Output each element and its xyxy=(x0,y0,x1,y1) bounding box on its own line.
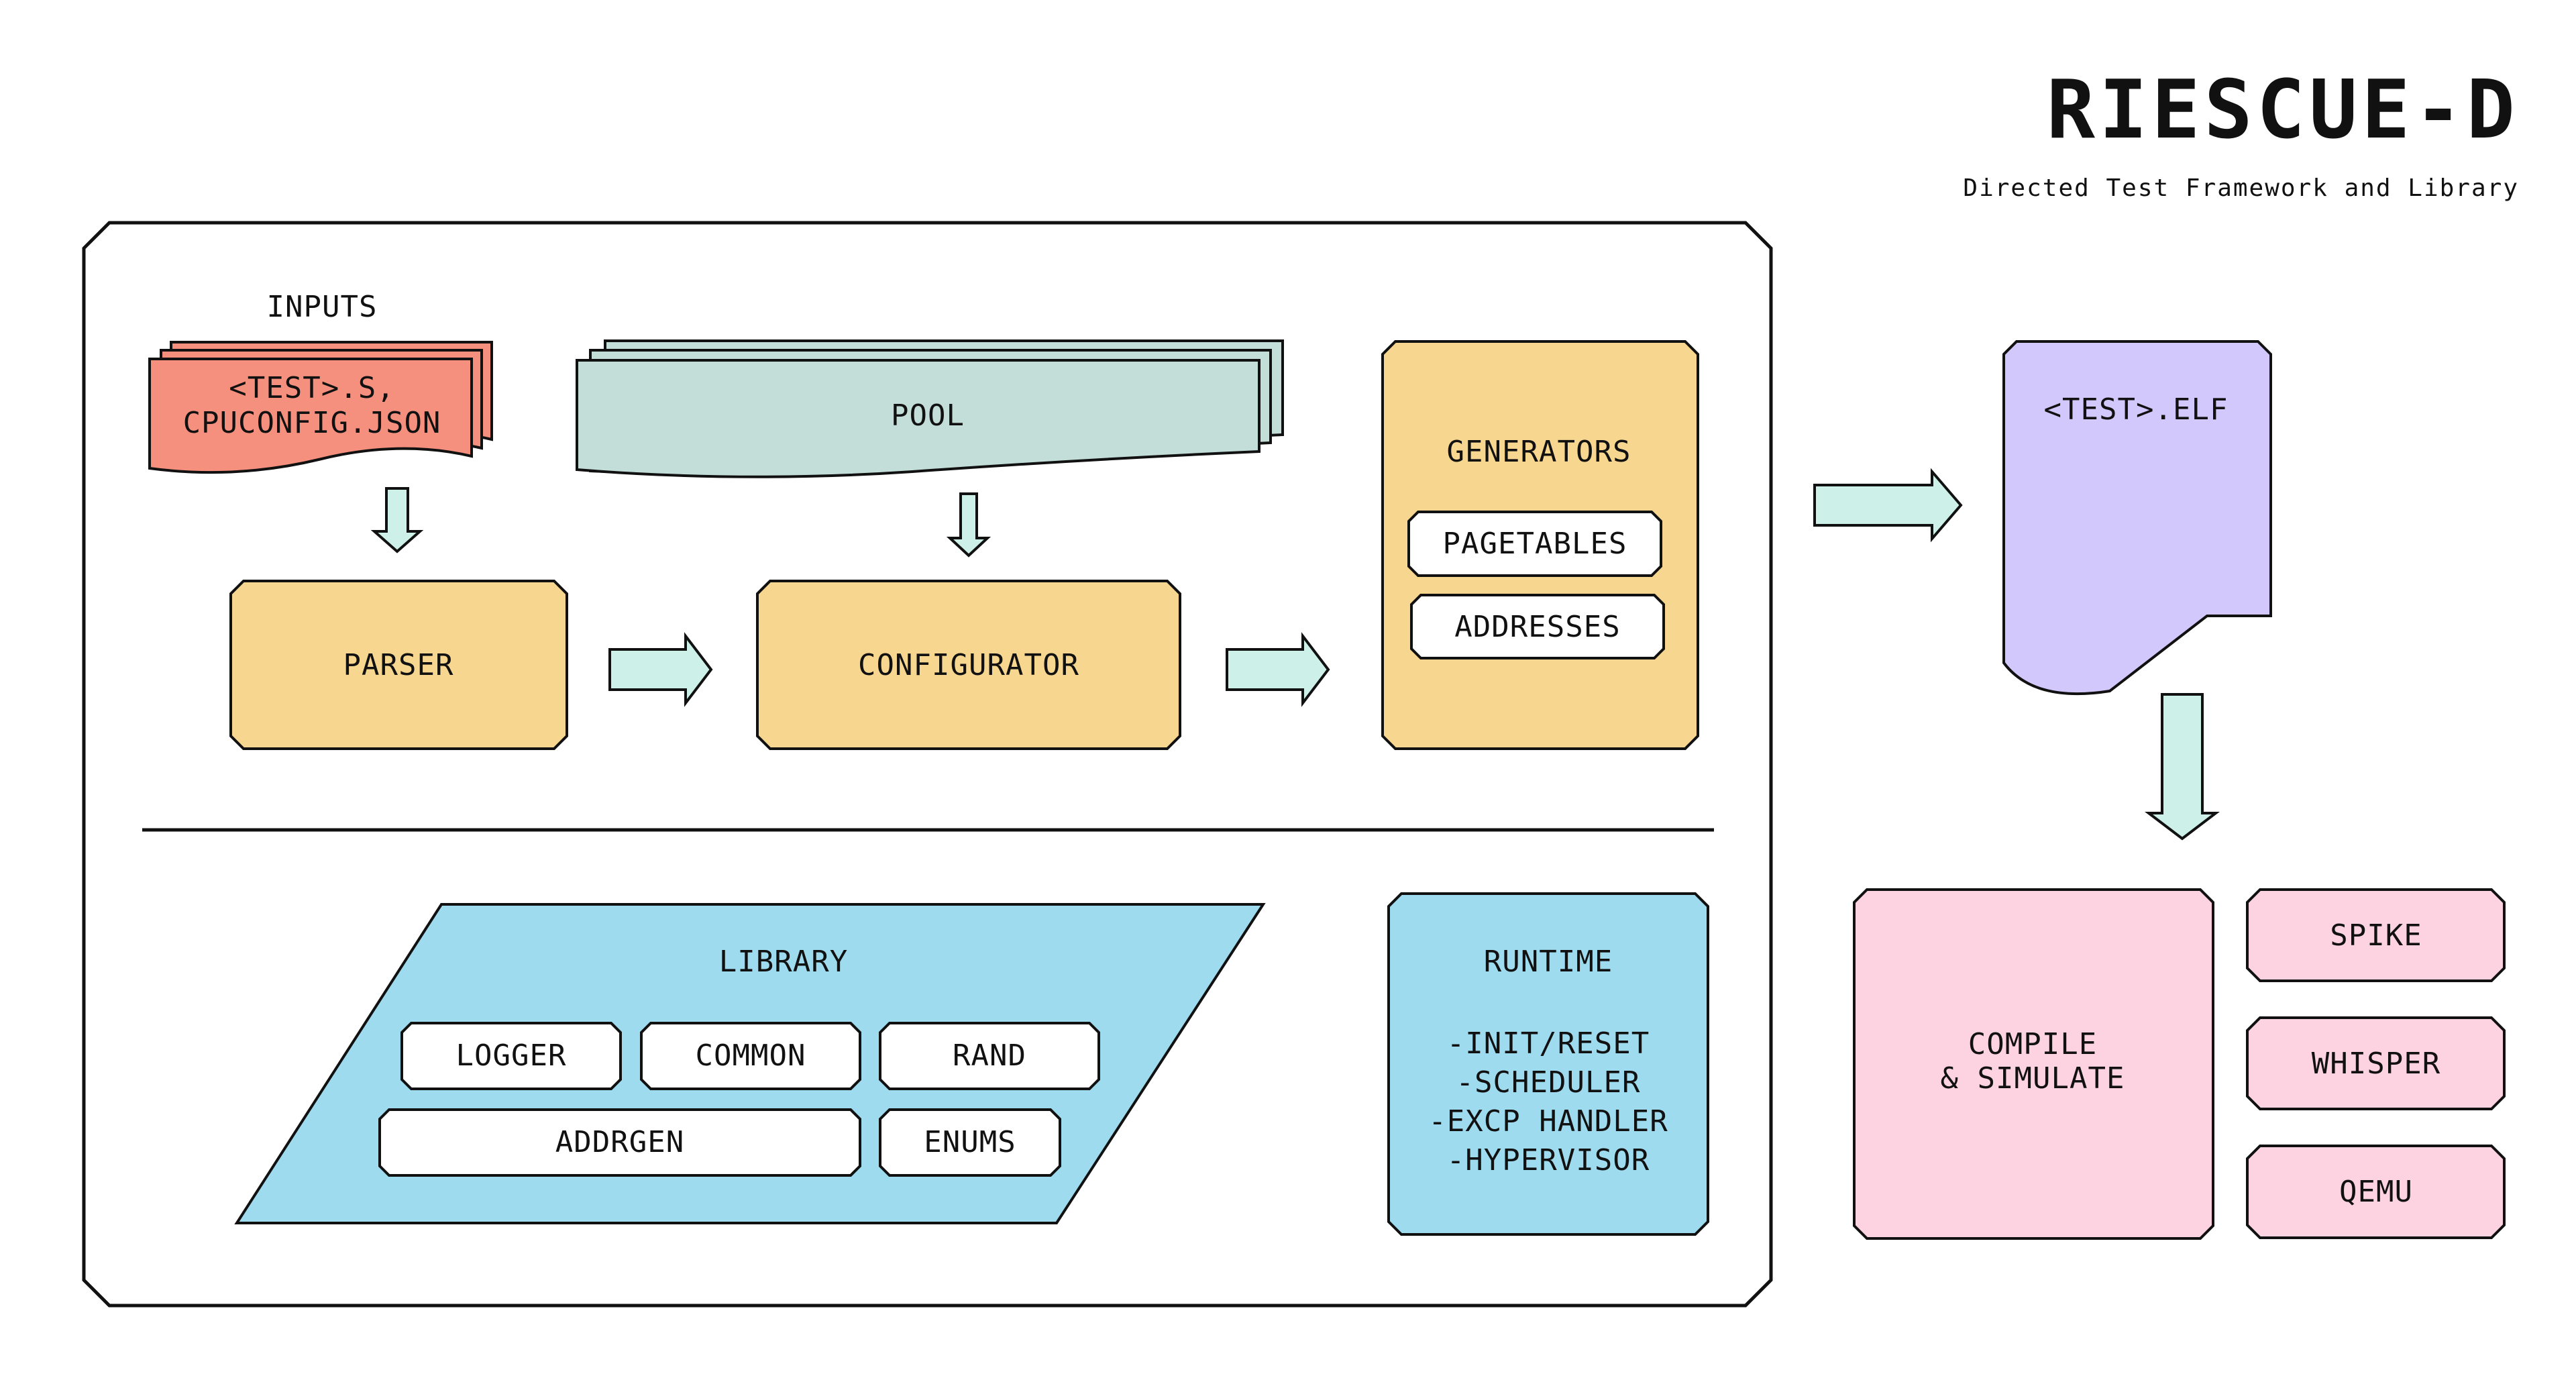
addresses-label: ADDRESSES xyxy=(1454,610,1620,644)
logger-module xyxy=(400,1022,622,1090)
configurator-to-generators-arrow xyxy=(1226,632,1330,707)
inputs-file-line1: <TEST>.S, xyxy=(229,371,394,405)
pool-to-configurator-arrow xyxy=(946,492,991,558)
pagetables-box xyxy=(1407,511,1662,577)
parser-box xyxy=(229,580,568,750)
logger-label: LOGGER xyxy=(456,1039,567,1073)
enums-label: ENUMS xyxy=(924,1125,1016,1159)
library-label: LIBRARY xyxy=(719,945,848,979)
rand-label: RAND xyxy=(953,1039,1026,1073)
inputs-label: INPUTS xyxy=(267,290,378,324)
spike-label: SPIKE xyxy=(2330,918,2422,953)
compile-label-line2: & SIMULATE xyxy=(1941,1061,2125,1096)
compile-label-line1: COMPILE xyxy=(1968,1027,2097,1061)
inputs-file-stack xyxy=(148,341,493,474)
page-subtitle: Directed Test Framework and Library xyxy=(1963,174,2519,202)
inputs-file-line2: CPUCONFIG.JSON xyxy=(183,406,441,440)
page-title: RIESCUE-D xyxy=(2047,64,2519,157)
qemu-box xyxy=(2246,1145,2506,1239)
runtime-item-excp-handler: -EXCP HANDLER xyxy=(1428,1104,1668,1138)
elf-label: <TEST>.ELF xyxy=(2044,392,2229,427)
pool-label: POOL xyxy=(891,399,965,433)
elf-to-compile-arrow xyxy=(2145,693,2220,841)
runtime-box xyxy=(1387,892,1709,1236)
inputs-to-parser-arrow xyxy=(370,487,424,553)
whisper-label: WHISPER xyxy=(2312,1047,2440,1081)
pagetables-label: PAGETABLES xyxy=(1443,527,1627,561)
runtime-item-hypervisor: -HYPERVISOR xyxy=(1447,1143,1650,1177)
addrgen-module xyxy=(378,1108,861,1177)
common-label: COMMON xyxy=(696,1039,806,1073)
runtime-item-init-reset: -INIT/RESET xyxy=(1447,1026,1650,1061)
runtime-label: RUNTIME xyxy=(1484,945,1613,979)
whisper-box xyxy=(2246,1016,2506,1110)
configurator-box xyxy=(756,580,1181,750)
runtime-item-scheduler: -SCHEDULER xyxy=(1456,1065,1641,1100)
rand-module xyxy=(879,1022,1100,1090)
enums-module xyxy=(879,1108,1061,1177)
framework-to-elf-arrow xyxy=(1813,468,1963,543)
pool-file-stack xyxy=(576,339,1284,478)
spike-box xyxy=(2246,888,2506,982)
addresses-box xyxy=(1410,594,1665,659)
common-module xyxy=(640,1022,861,1090)
parser-to-configurator-arrow xyxy=(608,632,713,707)
parser-label: PARSER xyxy=(343,648,454,682)
configurator-label: CONFIGURATOR xyxy=(858,648,1079,682)
generators-label: GENERATORS xyxy=(1447,435,1631,469)
compile-simulate-box xyxy=(1853,888,2214,1240)
qemu-label: QEMU xyxy=(2339,1175,2413,1209)
elf-document xyxy=(2002,340,2272,696)
addrgen-label: ADDRGEN xyxy=(555,1125,684,1159)
